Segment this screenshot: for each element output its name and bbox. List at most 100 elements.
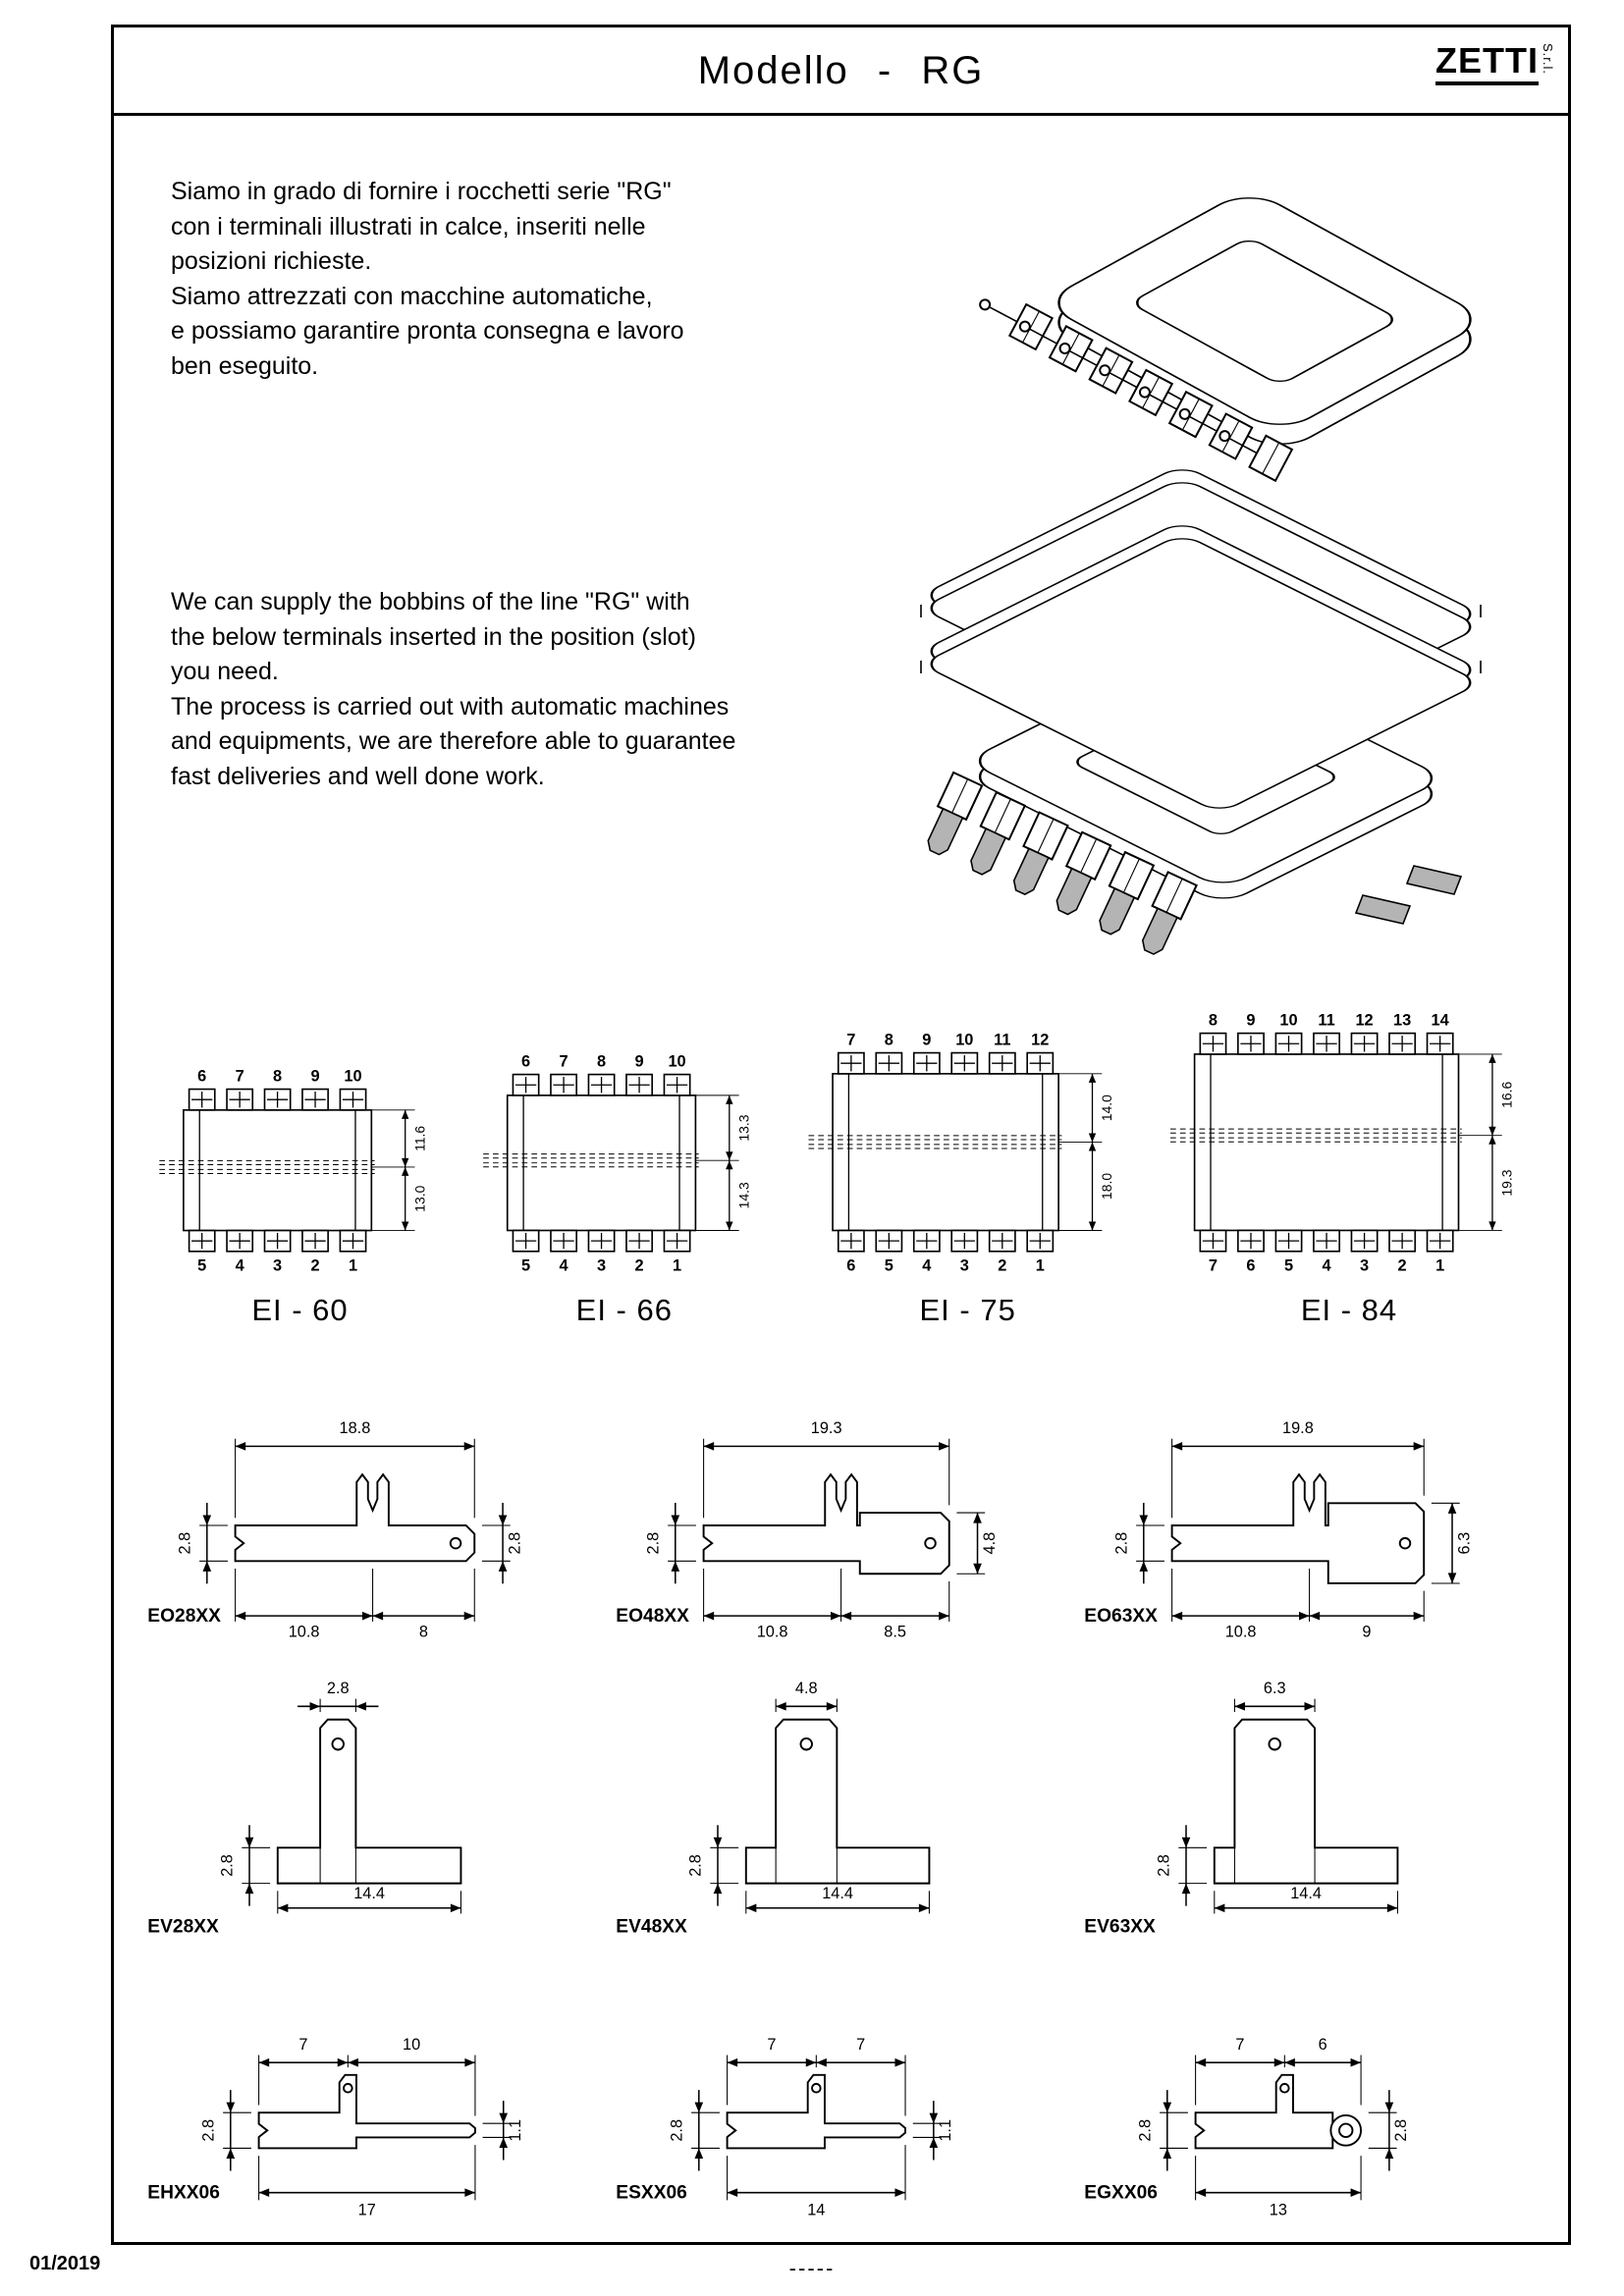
dim-label: 18.8 — [339, 1419, 370, 1437]
dim-label: 13.3 — [736, 1114, 752, 1141]
dim-label: 13.0 — [411, 1185, 427, 1211]
dim-label: 8 — [419, 1623, 428, 1640]
terminal-code: EHXX06 — [147, 2182, 220, 2203]
dim-label: 14.4 — [353, 1885, 385, 1902]
pin-number: 3 — [959, 1256, 968, 1274]
dim-label: 14.4 — [1291, 1885, 1323, 1902]
ei-label: EI - 60 — [251, 1293, 349, 1327]
dim-label: 19.3 — [1499, 1169, 1515, 1196]
pin-number: 1 — [673, 1256, 681, 1274]
pin-number: 2 — [310, 1256, 319, 1274]
pin-number: 12 — [1031, 1031, 1049, 1048]
dim-label: 14.0 — [1099, 1095, 1114, 1121]
dim-label: 18.0 — [1099, 1173, 1114, 1200]
pin-number: 4 — [236, 1256, 245, 1274]
terminal-code: EO48XX — [616, 1606, 689, 1627]
pin-number: 8 — [273, 1067, 282, 1085]
dim-label: 2.8 — [1113, 1532, 1131, 1555]
pin-number: 10 — [344, 1067, 361, 1085]
dim-label: 4.8 — [795, 1680, 818, 1697]
pin-number: 3 — [273, 1256, 282, 1274]
pin-number: 11 — [1318, 1011, 1334, 1029]
pin-number: 6 — [1246, 1256, 1255, 1274]
dim-label: 2.8 — [645, 1532, 663, 1555]
dim-label: 11.6 — [411, 1126, 427, 1151]
dim-label: 2.8 — [687, 1854, 705, 1877]
ei-label: EI - 75 — [919, 1293, 1016, 1327]
pin-number: 13 — [1393, 1011, 1411, 1029]
ei-label: EI - 84 — [1300, 1293, 1398, 1327]
pin-number: 1 — [1435, 1256, 1444, 1274]
ei-label: EI - 66 — [575, 1293, 673, 1327]
pin-number: 11 — [994, 1031, 1010, 1048]
dim-label: 10.8 — [288, 1623, 319, 1640]
dim-label: 14.3 — [736, 1182, 752, 1208]
terminal-code: EV63XX — [1085, 1917, 1157, 1938]
dim-label: 6.3 — [1456, 1532, 1474, 1555]
pin-number: 9 — [922, 1031, 931, 1048]
pin-number: 9 — [1246, 1011, 1255, 1029]
pin-number: 6 — [197, 1067, 206, 1085]
dim-label: 1.1 — [507, 2119, 524, 2142]
dim-label: 6.3 — [1264, 1680, 1286, 1697]
header: Modello - RG ZETTI S.r.l. — [114, 27, 1568, 116]
terminal-code: EGXX06 — [1085, 2182, 1159, 2203]
page-title: Modello - RG — [697, 49, 985, 92]
dim-label: 2.8 — [218, 1854, 236, 1877]
pin-number: 8 — [884, 1031, 893, 1048]
pin-number: 10 — [1279, 1011, 1297, 1029]
terminal-drawing-EO28XX: 18.8 2.8 2.8 10.8 8 EO28XX — [145, 1384, 607, 1667]
intro-english-text: We can supply the bobbins of the line "R… — [171, 588, 736, 790]
dim-label: 2.8 — [1137, 2119, 1155, 2142]
dim-label: 2.8 — [506, 1532, 523, 1555]
pin-number: 2 — [635, 1256, 644, 1274]
pin-number: 4 — [1322, 1256, 1331, 1274]
pin-number: 14 — [1432, 1011, 1450, 1029]
dim-label: 7 — [767, 2036, 776, 2054]
dim-label: 2.8 — [176, 1532, 193, 1555]
brand-suffix: S.r.l. — [1541, 43, 1555, 76]
brand-name: ZETTI — [1435, 43, 1539, 85]
dim-label: 7 — [298, 2036, 307, 2054]
footer-separator: ----- — [788, 2256, 836, 2280]
pin-number: 4 — [922, 1256, 932, 1274]
pin-number: 2 — [998, 1256, 1006, 1274]
dim-label: 2.8 — [669, 2119, 686, 2142]
pin-number: 3 — [1360, 1256, 1369, 1274]
dim-label: 7 — [856, 2036, 865, 2054]
dim-label: 6 — [1319, 2036, 1327, 2054]
dim-label: 2.8 — [327, 1680, 350, 1697]
pin-number: 2 — [1398, 1256, 1407, 1274]
brand-logo: ZETTI S.r.l. — [1435, 43, 1555, 85]
terminal-code: EO28XX — [147, 1606, 221, 1627]
pin-number: 9 — [310, 1067, 319, 1085]
pin-number: 7 — [560, 1052, 568, 1070]
dim-label: 10 — [403, 2036, 420, 2054]
dim-label: 8.5 — [884, 1623, 906, 1640]
terminal-code: ESXX06 — [616, 2182, 687, 2203]
pin-number: 3 — [597, 1256, 606, 1274]
pin-number: 5 — [521, 1256, 530, 1274]
dim-label: 14.4 — [822, 1885, 853, 1902]
pin-number: 4 — [560, 1256, 569, 1274]
terminal-code: EV48XX — [616, 1917, 687, 1938]
pin-number: 10 — [669, 1052, 686, 1070]
intro-italian-text: Siamo in grado di fornire i rocchetti se… — [171, 178, 684, 380]
pin-number: 1 — [349, 1256, 357, 1274]
dim-label: 19.8 — [1282, 1419, 1314, 1437]
terminal-code: EV28XX — [147, 1917, 219, 1938]
pin-number: 10 — [955, 1031, 973, 1048]
